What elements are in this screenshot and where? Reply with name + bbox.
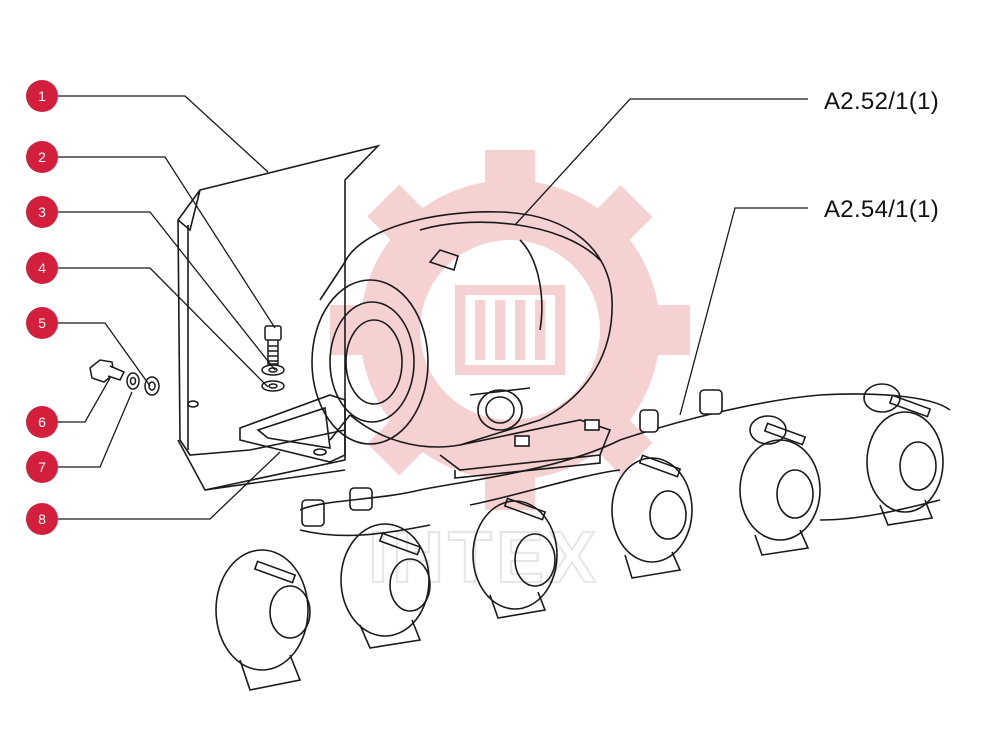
leader-line-6 [58, 377, 111, 423]
leader-line-ref-1 [514, 98, 808, 226]
callout-number: 1 [38, 88, 46, 104]
manifold-port-3 [301, 497, 558, 619]
callout-4[interactable]: 4 [26, 252, 58, 284]
callout-8[interactable]: 8 [26, 503, 58, 535]
washer-upper [261, 364, 285, 376]
callout-number: 4 [38, 260, 46, 276]
bolt-horizontal [89, 359, 126, 383]
turbocharger [311, 211, 613, 479]
callout-2[interactable]: 2 [26, 141, 58, 173]
callouts: 1 2 3 4 5 6 7 8 [26, 80, 58, 535]
leader-line-1 [58, 95, 269, 173]
leader-line-8 [58, 451, 281, 520]
mounting-plate [239, 394, 346, 463]
leader-line-ref-2 [679, 207, 808, 416]
bolt-vertical [264, 325, 282, 365]
leader-line-2 [58, 156, 276, 329]
callout-5[interactable]: 5 [26, 307, 58, 339]
manifold-studs [639, 389, 723, 433]
washer-flat [144, 376, 160, 396]
callout-number: 6 [38, 414, 46, 430]
leader-lines [58, 95, 808, 520]
callout-1[interactable]: 1 [26, 80, 58, 112]
callout-6[interactable]: 6 [26, 406, 58, 438]
washer-lower [261, 380, 285, 392]
callout-number: 2 [38, 149, 46, 165]
callout-number: 5 [38, 315, 46, 331]
leader-line-7 [58, 391, 133, 468]
callout-3[interactable]: 3 [26, 196, 58, 228]
manifold-port-6 [863, 383, 944, 526]
manifold-port-5 [739, 415, 821, 556]
washer-spring [126, 372, 140, 390]
leader-line-3 [58, 211, 276, 371]
leader-line-5 [58, 322, 151, 387]
reference-label-turbocharger[interactable]: A2.52/1(1) [824, 88, 940, 115]
manifold-port-4 [611, 454, 693, 579]
callout-number: 3 [38, 204, 46, 220]
callout-number: 8 [38, 511, 46, 527]
leader-line-4 [58, 267, 269, 388]
exhaust-manifold [215, 383, 951, 691]
watermark-gear-logo [330, 150, 690, 510]
manifold-port-1 [215, 549, 311, 691]
manifold-port-2 [340, 487, 431, 649]
reference-label-manifold[interactable]: A2.54/1(1) [824, 196, 940, 223]
callout-number: 7 [38, 459, 46, 475]
callout-7[interactable]: 7 [26, 451, 58, 483]
